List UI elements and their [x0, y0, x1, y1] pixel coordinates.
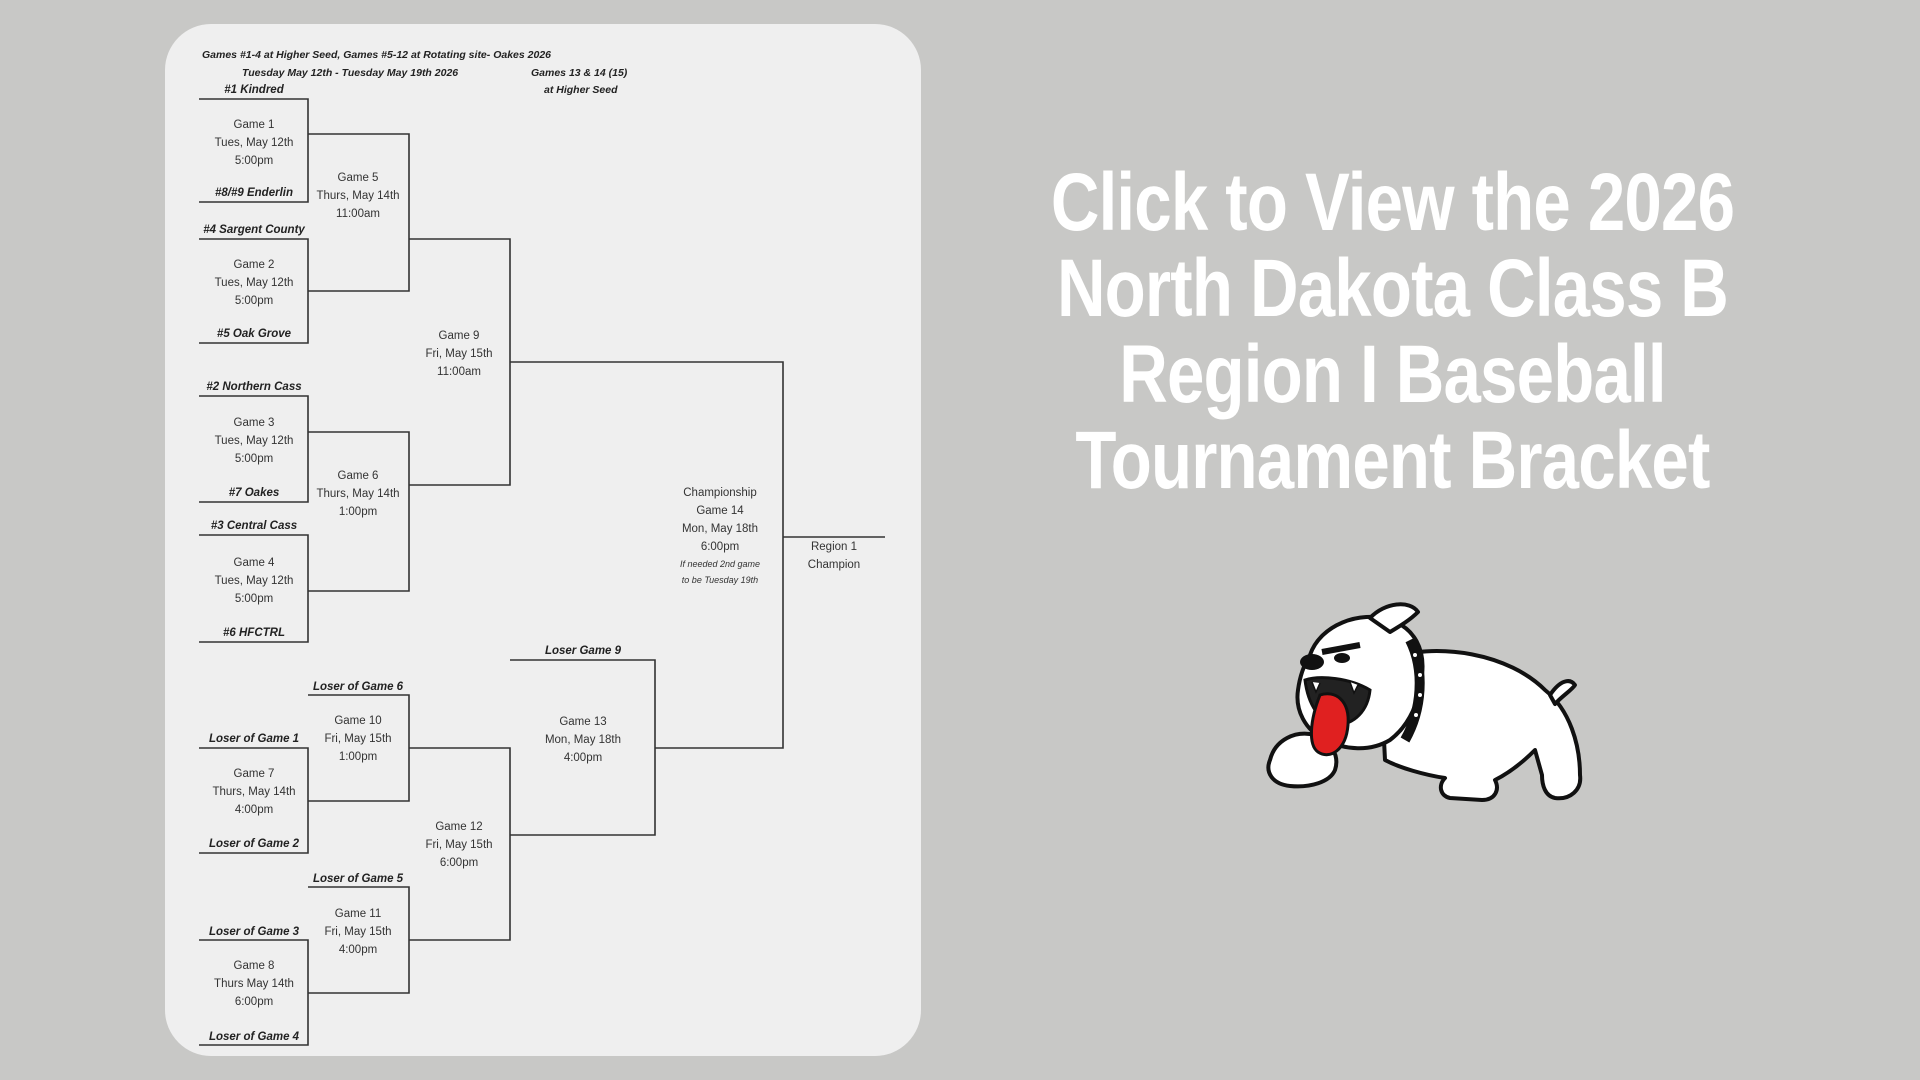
game-1-box: Game 1 Tues, May 12th 5:00pm — [215, 116, 294, 170]
loser-game-9: Loser Game 9 — [544, 645, 622, 657]
game-date: Tues, May 12th — [214, 277, 294, 289]
game-14-box: Championship Game 14 Mon, May 18th 6:00p… — [680, 484, 760, 588]
games-13-14-note-line1: Games 13 & 14 (15) — [531, 67, 628, 79]
team-seed-3: #3 Central Cass — [210, 520, 298, 532]
game-11-box: Game 11 Fri, May 15th 4:00pm — [324, 905, 391, 959]
game-date: Fri, May 15th — [425, 839, 493, 851]
loser-game-6: Loser of Game 6 — [312, 681, 404, 693]
game-13-box: Game 13 Mon, May 18th 4:00pm — [545, 713, 621, 767]
game-title: Game 12 — [435, 821, 483, 833]
game-title: Game 1 — [233, 119, 275, 131]
team-seed-1: #1 Kindred — [224, 84, 284, 96]
game-time: 4:00pm — [563, 752, 603, 764]
game-date: Fri, May 15th — [324, 926, 392, 938]
game-12-box: Game 12 Fri, May 15th 6:00pm — [425, 818, 492, 872]
game-date: Mon, May 18th — [681, 523, 759, 535]
bulldog-mascot-icon — [1266, 602, 1583, 802]
game-date: Mon, May 18th — [544, 734, 622, 746]
bracket-card[interactable]: Games #1-4 at Higher Seed, Games #5-12 a… — [165, 24, 921, 1056]
games-13-14-note-line2: at Higher Seed — [544, 84, 618, 96]
game-title: Game 6 — [337, 470, 379, 482]
game-title: Game 2 — [233, 259, 275, 271]
game-9-box: Game 9 Fri, May 15th 11:00am — [425, 327, 492, 381]
game-title: Game 9 — [438, 330, 480, 342]
region-champion-label: Region 1 Champion — [808, 538, 860, 574]
game-date: Fri, May 15th — [425, 348, 493, 360]
team-seed-6: #6 HFCTRL — [223, 627, 285, 639]
game-time: 5:00pm — [234, 593, 274, 605]
game-date: Thurs, May 14th — [316, 488, 400, 500]
game-time: 1:00pm — [338, 506, 378, 518]
bracket-line-g12 — [409, 747, 511, 941]
champion-line1: Region 1 — [810, 541, 858, 553]
game-date: Tues, May 12th — [214, 575, 294, 587]
game-3-box: Game 3 Tues, May 12th 5:00pm — [215, 414, 294, 468]
game-number: Game 14 — [696, 505, 744, 517]
bracket-line-g13 — [510, 659, 656, 836]
game-time: 11:00am — [437, 366, 481, 378]
game-date: Fri, May 15th — [324, 733, 392, 745]
bracket-lines — [199, 98, 885, 1046]
loser-game-3: Loser of Game 3 — [208, 926, 300, 938]
game-date: Thurs, May 14th — [212, 786, 296, 798]
bracket-line-g3 — [199, 395, 309, 503]
game-title: Championship — [683, 487, 757, 499]
game-date: Thurs, May 14th — [316, 190, 400, 202]
bracket-header-line2: Tuesday May 12th - Tuesday May 19th 2026 — [242, 67, 459, 79]
game-7-box: Game 7 Thurs, May 14th 4:00pm — [212, 765, 295, 819]
loser-game-2: Loser of Game 2 — [208, 838, 300, 850]
game-title: Game 4 — [233, 557, 275, 569]
game-time: 11:00am — [336, 208, 380, 220]
game-4-box: Game 4 Tues, May 12th 5:00pm — [215, 554, 294, 608]
bracket-line-g8 — [199, 939, 309, 1046]
headline-link[interactable]: Click to View the 2026 North Dakota Clas… — [1050, 157, 1735, 506]
game-time: 1:00pm — [338, 751, 378, 763]
team-seed-7: #7 Oakes — [228, 487, 280, 499]
team-seed-2: #2 Northern Cass — [206, 381, 302, 393]
game-6-box: Game 6 Thurs, May 14th 1:00pm — [316, 467, 399, 521]
game-date: Thurs May 14th — [214, 978, 294, 990]
loser-game-4: Loser of Game 4 — [208, 1031, 300, 1043]
game-time: 6:00pm — [234, 996, 274, 1008]
game-date: Tues, May 12th — [214, 435, 294, 447]
game-time: 5:00pm — [234, 155, 274, 167]
game-time: 6:00pm — [700, 541, 740, 553]
game-title: Game 13 — [559, 716, 607, 728]
game-14-note-line2: to be Tuesday 19th — [681, 575, 759, 585]
game-time: 4:00pm — [234, 804, 274, 816]
loser-game-5: Loser of Game 5 — [312, 873, 404, 885]
game-title: Game 10 — [334, 715, 382, 727]
bracket-line-g5 — [308, 133, 410, 292]
loser-game-1: Loser of Game 1 — [208, 733, 300, 745]
game-time: 6:00pm — [439, 857, 479, 869]
game-title: Game 5 — [337, 172, 379, 184]
game-14-note-line1: If needed 2nd game — [679, 559, 761, 569]
bracket-line-g1 — [199, 98, 309, 203]
game-time: 5:00pm — [234, 453, 274, 465]
game-5-box: Game 5 Thurs, May 14th 11:00am — [316, 169, 399, 223]
team-seed-5: #5 Oak Grove — [216, 328, 292, 340]
bracket-line-g4 — [199, 534, 309, 643]
bracket-header-line1: Games #1-4 at Higher Seed, Games #5-12 a… — [202, 49, 551, 61]
champion-line2: Champion — [807, 559, 861, 571]
game-2-box: Game 2 Tues, May 12th 5:00pm — [215, 256, 294, 310]
game-8-box: Game 8 Thurs May 14th 6:00pm — [214, 957, 294, 1011]
game-10-box: Game 10 Fri, May 15th 1:00pm — [324, 712, 391, 766]
game-title: Game 7 — [233, 768, 275, 780]
game-title: Game 11 — [334, 908, 382, 920]
team-seed-4: #4 Sargent County — [203, 224, 305, 236]
game-date: Tues, May 12th — [214, 137, 294, 149]
bracket-line-final — [510, 361, 784, 749]
game-title: Game 3 — [233, 417, 275, 429]
game-title: Game 8 — [233, 960, 275, 972]
bracket-line-g7 — [199, 747, 309, 854]
game-time: 4:00pm — [338, 944, 378, 956]
bracket-line-g6 — [308, 431, 410, 592]
team-seed-8-9: #8/#9 Enderlin — [215, 187, 293, 199]
game-time: 5:00pm — [234, 295, 274, 307]
